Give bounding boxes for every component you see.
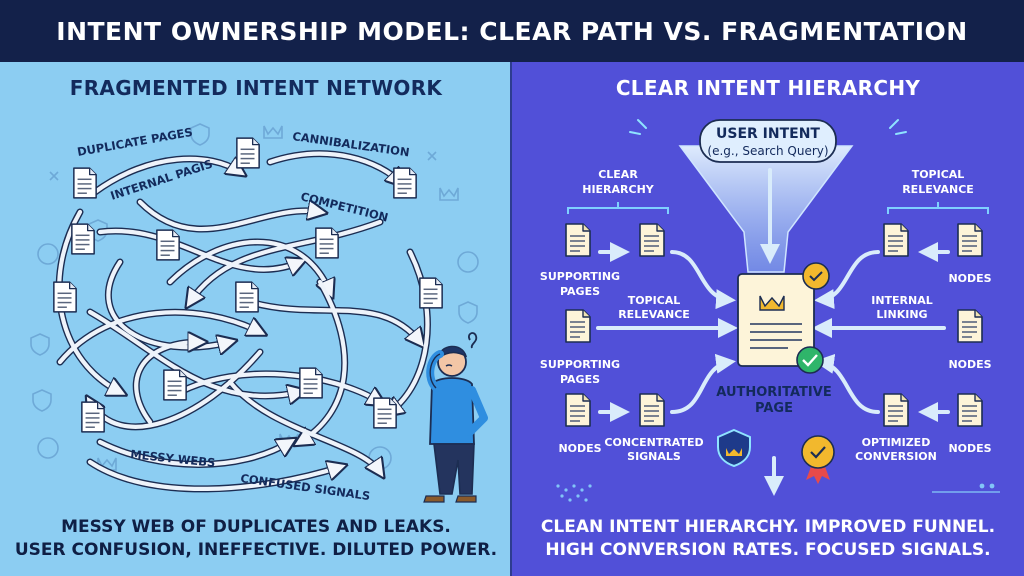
internal-linking-label-2: LINKING xyxy=(876,308,927,321)
document-icon xyxy=(299,367,323,399)
supporting-pages-b-1: SUPPORTING xyxy=(540,358,620,371)
shield-icon xyxy=(458,301,478,324)
internal-linking-label-1: INTERNAL xyxy=(871,294,933,307)
label-duplicate-pages: DUPLICATE PAGES xyxy=(76,125,194,159)
user-intent-box: USER INTENT (e.g., Search Query) xyxy=(699,119,837,163)
document-icon xyxy=(236,137,260,169)
document-icon xyxy=(419,277,443,309)
hierarchy-footer-line2: HIGH CONVERSION RATES. FOCUSED SIGNALS. xyxy=(545,540,991,560)
fragmented-network-diagram: DUPLICATE PAGES CANNIBALIZATION INTERNAL… xyxy=(30,123,488,503)
document-icon xyxy=(565,393,591,427)
badge-icon xyxy=(37,243,59,265)
crown-icon xyxy=(263,125,283,139)
document-icon xyxy=(883,393,909,427)
title-bar: INTENT OWNERSHIP MODEL: CLEAR PATH VS. F… xyxy=(0,0,1024,62)
document-icon xyxy=(639,393,665,427)
nodes-left-label: NODES xyxy=(558,442,601,455)
document-icon xyxy=(393,167,417,199)
panel-divider xyxy=(510,62,513,576)
check-icon xyxy=(796,346,824,374)
optimized-label-1: OPTIMIZED xyxy=(862,436,931,449)
concentrated-label-2: SIGNALS xyxy=(627,450,681,463)
fragmented-panel: FRAGMENTED INTENT NETWORK xyxy=(0,62,512,576)
tangled-arrows xyxy=(55,150,431,493)
fragmented-heading: FRAGMENTED INTENT NETWORK xyxy=(69,76,443,100)
fragmented-footer: MESSY WEB OF DUPLICATES AND LEAKS. USER … xyxy=(0,516,512,562)
clear-hierarchy-diagram: USER INTENT (e.g., Search Query) xyxy=(540,119,1000,502)
dot-decoration xyxy=(556,483,995,502)
fragmented-footer-line2: USER CONFUSION, INEFFECTIVE. DILUTED POW… xyxy=(14,540,498,560)
authoritative-page: AUTHORITATIVE PAGE xyxy=(716,262,832,416)
shield-icon xyxy=(190,123,210,146)
authoritative-label-1: AUTHORITATIVE xyxy=(716,385,831,400)
hierarchy-footer-line1: CLEAN INTENT HIERARCHY. IMPROVED FUNNEL. xyxy=(540,517,996,537)
hierarchy-panel: CLEAR INTENT HIERARCHY xyxy=(512,62,1024,576)
supporting-pages-a-2: PAGES xyxy=(560,285,600,298)
topical-relevance-mid-1: TOPICAL xyxy=(628,294,681,307)
document-icon xyxy=(235,281,259,313)
user-intent-label: USER INTENT xyxy=(716,126,820,142)
confused-person-icon xyxy=(423,332,488,503)
document-icon xyxy=(565,223,591,257)
shield-icon xyxy=(32,389,52,412)
document-icon xyxy=(883,223,909,257)
crown-icon xyxy=(759,295,785,311)
clear-hierarchy-label-1: CLEAR xyxy=(598,168,638,181)
document-icon xyxy=(957,393,983,427)
nodes-right-label-3: NODES xyxy=(948,442,991,455)
document-icon xyxy=(73,167,97,199)
document-icon xyxy=(373,397,397,429)
document-icon xyxy=(156,229,180,261)
crown-icon xyxy=(439,187,459,201)
document-icon xyxy=(53,281,77,313)
hierarchy-footer: CLEAN INTENT HIERARCHY. IMPROVED FUNNEL.… xyxy=(512,516,1024,562)
badge-icon xyxy=(801,435,835,484)
flow-arrows xyxy=(596,168,950,422)
funnel-icon xyxy=(678,145,854,273)
document-icon xyxy=(639,223,665,257)
shield-icon xyxy=(30,333,50,356)
badge-icon xyxy=(37,437,59,459)
authoritative-label-2: PAGE xyxy=(755,401,793,416)
nodes-right-label-2: NODES xyxy=(948,358,991,371)
document-icon xyxy=(315,227,339,259)
concentrated-label-1: CONCENTRATED xyxy=(604,436,703,449)
badge-icon xyxy=(802,262,830,290)
nodes-right-label-1: NODES xyxy=(948,272,991,285)
badge-icon xyxy=(457,251,479,273)
user-intent-example: (e.g., Search Query) xyxy=(707,144,828,158)
page-title: INTENT OWNERSHIP MODEL: CLEAR PATH VS. F… xyxy=(56,16,968,46)
document-icon xyxy=(71,223,95,255)
label-competition: COMPETITION xyxy=(299,189,389,224)
document-icon xyxy=(957,223,983,257)
supporting-pages-b-2: PAGES xyxy=(560,373,600,386)
shield-icon xyxy=(717,428,751,468)
document-icon xyxy=(81,401,105,433)
fragmented-footer-line1: MESSY WEB OF DUPLICATES AND LEAKS. xyxy=(61,517,451,537)
document-icon xyxy=(163,369,187,401)
supporting-pages-a-1: SUPPORTING xyxy=(540,270,620,283)
clear-hierarchy-label-2: HIERARCHY xyxy=(582,183,655,196)
topical-relevance-top-1: TOPICAL xyxy=(912,168,965,181)
hierarchy-heading: CLEAR INTENT HIERARCHY xyxy=(615,76,921,100)
topical-relevance-top-2: RELEVANCE xyxy=(902,183,974,196)
optimized-label-2: CONVERSION xyxy=(855,450,937,463)
document-icon xyxy=(565,309,591,343)
document-icon xyxy=(957,309,983,343)
topical-relevance-mid-2: RELEVANCE xyxy=(618,308,690,321)
